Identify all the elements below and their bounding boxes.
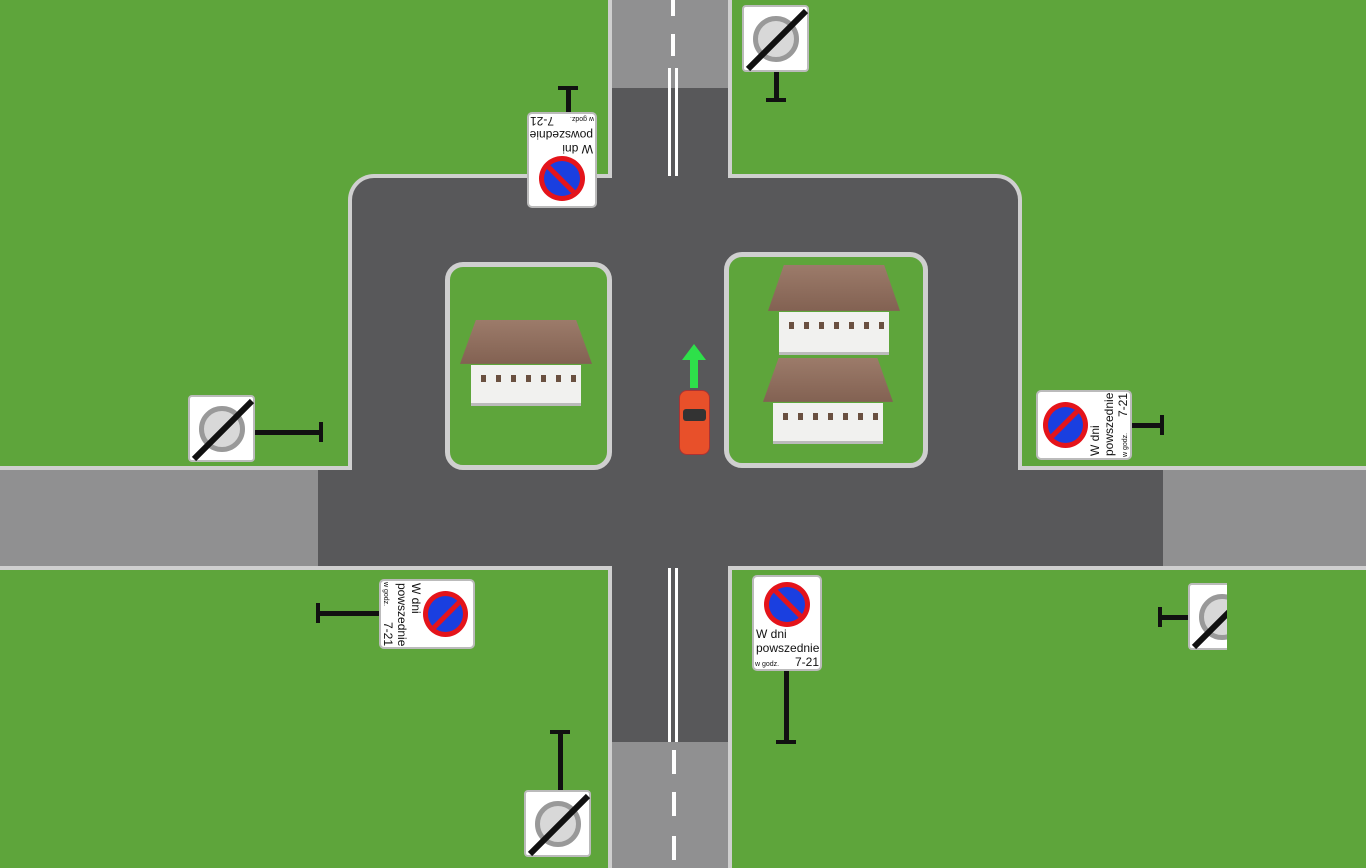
player-car[interactable] <box>679 390 710 455</box>
sign-post <box>766 98 786 102</box>
direction-arrow-icon <box>682 344 706 388</box>
curb-e <box>1020 466 1366 470</box>
house <box>768 265 900 355</box>
lane-double-line <box>668 68 671 176</box>
sign-post <box>316 603 320 623</box>
sign-post <box>1132 423 1162 428</box>
no-parking-icon <box>1043 402 1088 448</box>
curb-se-v <box>728 566 732 868</box>
sign-post <box>1158 607 1162 627</box>
curb-sw <box>0 566 612 570</box>
curb-w <box>0 466 350 470</box>
sign-post <box>550 730 570 734</box>
sign-post <box>776 740 796 744</box>
no-parking-icon <box>423 591 468 637</box>
lane-double-line <box>668 568 671 742</box>
lane-dash <box>672 836 676 860</box>
road-east-entry <box>1163 470 1366 566</box>
end-of-zone-sign[interactable] <box>188 395 255 462</box>
curb-nw <box>608 0 612 176</box>
lane-double-line <box>675 68 678 176</box>
sign-post <box>319 422 323 442</box>
end-of-zone-sign[interactable] <box>524 790 591 857</box>
road-east-dark <box>990 470 1163 566</box>
curb-ne <box>728 0 732 176</box>
road-south-entry <box>612 740 728 868</box>
road-west-entry <box>0 470 320 566</box>
sign-post <box>566 88 571 112</box>
sign-post <box>1160 415 1164 435</box>
curb-sw-v <box>608 566 612 868</box>
sign-post <box>255 430 321 435</box>
end-of-zone-sign[interactable] <box>742 5 809 72</box>
sign-post <box>318 611 380 616</box>
lane-dash <box>671 34 675 56</box>
no-parking-icon <box>764 582 810 627</box>
sign-post <box>784 670 789 742</box>
sign-post <box>558 732 563 790</box>
end-of-zone-sign-partial[interactable] <box>1188 583 1227 650</box>
sign-post <box>774 72 779 100</box>
sign-post <box>558 86 578 90</box>
house <box>460 320 592 406</box>
curb-se <box>728 566 1366 570</box>
no-parking-icon <box>539 156 585 201</box>
lane-double-line <box>675 568 678 742</box>
lane-dash <box>671 0 675 16</box>
house <box>763 358 893 444</box>
lane-dash <box>672 792 676 816</box>
road-west-dark <box>318 470 378 566</box>
sign-post <box>1160 615 1188 620</box>
lane-dash <box>672 750 676 774</box>
